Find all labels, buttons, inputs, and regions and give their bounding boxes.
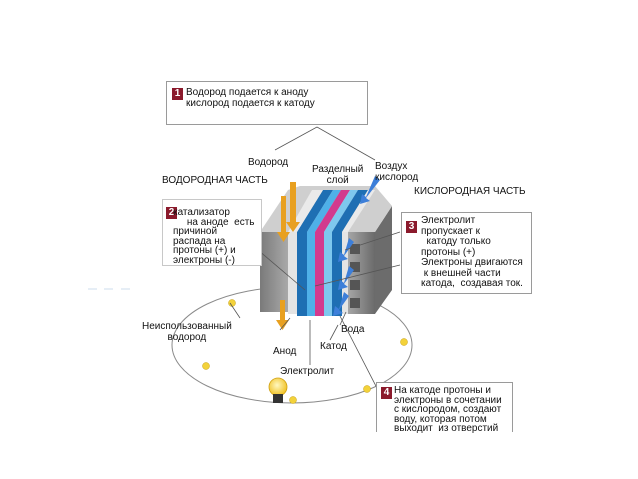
callout-3-text: Электролит пропускает к катоду только пр…: [421, 215, 523, 289]
callout-4: 4 На катоде протоны и электроны в сочета…: [376, 382, 513, 434]
label-cathode: Катод: [320, 341, 347, 352]
label-air-oxygen: Воздух кислород: [375, 161, 419, 183]
callout-2: 2 катализатор на аноде есть причиной рас…: [162, 199, 262, 266]
callout-2-number: 2: [166, 207, 177, 219]
label-anode: Анод: [273, 346, 297, 357]
label-water: Вода: [341, 324, 365, 335]
label-separator-layer: Разделный слой: [312, 164, 364, 186]
decorative-dashes: [88, 288, 130, 290]
label-unused-hydrogen: Неиспользованный водород: [142, 321, 232, 343]
callout-3-number: 3: [406, 221, 417, 233]
fuel-cell-stack: [260, 186, 392, 316]
callout-4-text: На катоде протоны и электроны в сочетани…: [394, 385, 502, 434]
callout-3: 3 Электролит пропускает к катоду только …: [401, 212, 532, 294]
label-electrolyte: Электролит: [280, 366, 335, 377]
callout-2-text: катализатор на аноде есть причиной распа…: [173, 207, 255, 266]
callout-1-text: Водород подается к аноду кислород подает…: [186, 87, 315, 109]
pointer-lines: [229, 126, 401, 395]
label-hydrogen: Водород: [248, 157, 289, 168]
label-hydrogen-part: ВОДОРОДНАЯ ЧАСТЬ: [162, 175, 268, 186]
label-oxygen-part: КИСЛОРОДНАЯ ЧАСТЬ: [414, 186, 526, 197]
light-bulb-icon: [268, 377, 288, 403]
callout-1: 1 Водород подается к аноду кислород пода…: [166, 81, 368, 125]
callout-1-number: 1: [172, 88, 183, 100]
callout-4-number: 4: [381, 387, 392, 399]
